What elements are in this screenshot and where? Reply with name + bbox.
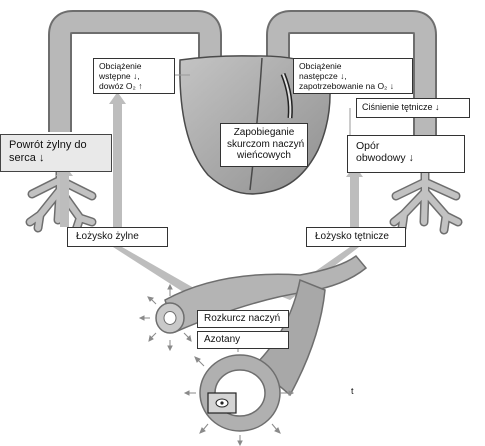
resistance-line-2: obwodowy ↓ [356, 152, 414, 165]
coronary-line-2: skurczom naczyń [227, 138, 305, 150]
coronary-line-1: Zapobieganie [233, 127, 295, 138]
afterload-line-2: następcze ↓, [299, 70, 347, 81]
arterial-bed-label: Łożysko tętnicze [306, 227, 406, 247]
preload-line-2: wstępne ↓, [99, 70, 140, 81]
venous-bed-text: Łożysko żylne [76, 231, 139, 242]
peripheral-resistance-label: Opór obwodowy ↓ [347, 135, 465, 173]
venous-return-line-1: Powrót żylny do [9, 139, 87, 151]
dilating-vessel [155, 254, 368, 432]
venous-return-line-2: serca ↓ [9, 151, 45, 164]
vasodilation-label: Rozkurcz naczyń [197, 310, 289, 328]
venous-bed-label: Łożysko żylne [67, 227, 168, 247]
venous-return-label: Powrót żylny do serca ↓ [0, 134, 112, 172]
stray-mark: t [351, 386, 354, 396]
afterload-label: Obciążenie następcze ↓, zapotrzebowanie … [293, 58, 413, 94]
preload-label: Obciążenie wstępne ↓, dowóz O₂ ↑ [93, 58, 175, 94]
afterload-line-1: Obciążenie [299, 61, 342, 71]
nitrates-text: Azotany [204, 334, 241, 345]
blood-pressure-label: Ciśnienie tętnicze ↓ [356, 98, 470, 118]
preload-line-3: dowóz O₂ ↑ [99, 80, 143, 91]
nitrates-label: Azotany [197, 331, 289, 349]
coronary-spasm-label: Zapobieganie skurczom naczyń wieńcowych [220, 123, 308, 167]
heart-septum [249, 57, 263, 191]
coronary-line-3: wieńcowych [237, 150, 291, 161]
resistance-line-1: Opór [356, 140, 380, 152]
preload-line-1: Obciążenie [99, 61, 142, 71]
arterial-bed-text: Łożysko tętnicze [315, 231, 389, 242]
blood-pressure-text: Ciśnienie tętnicze ↓ [362, 102, 440, 112]
vasodilation-text: Rozkurcz naczyń [204, 313, 281, 324]
afterload-line-3: zapotrzebowanie na O₂ ↓ [299, 80, 394, 91]
arterial-capillary-branches [389, 167, 463, 235]
